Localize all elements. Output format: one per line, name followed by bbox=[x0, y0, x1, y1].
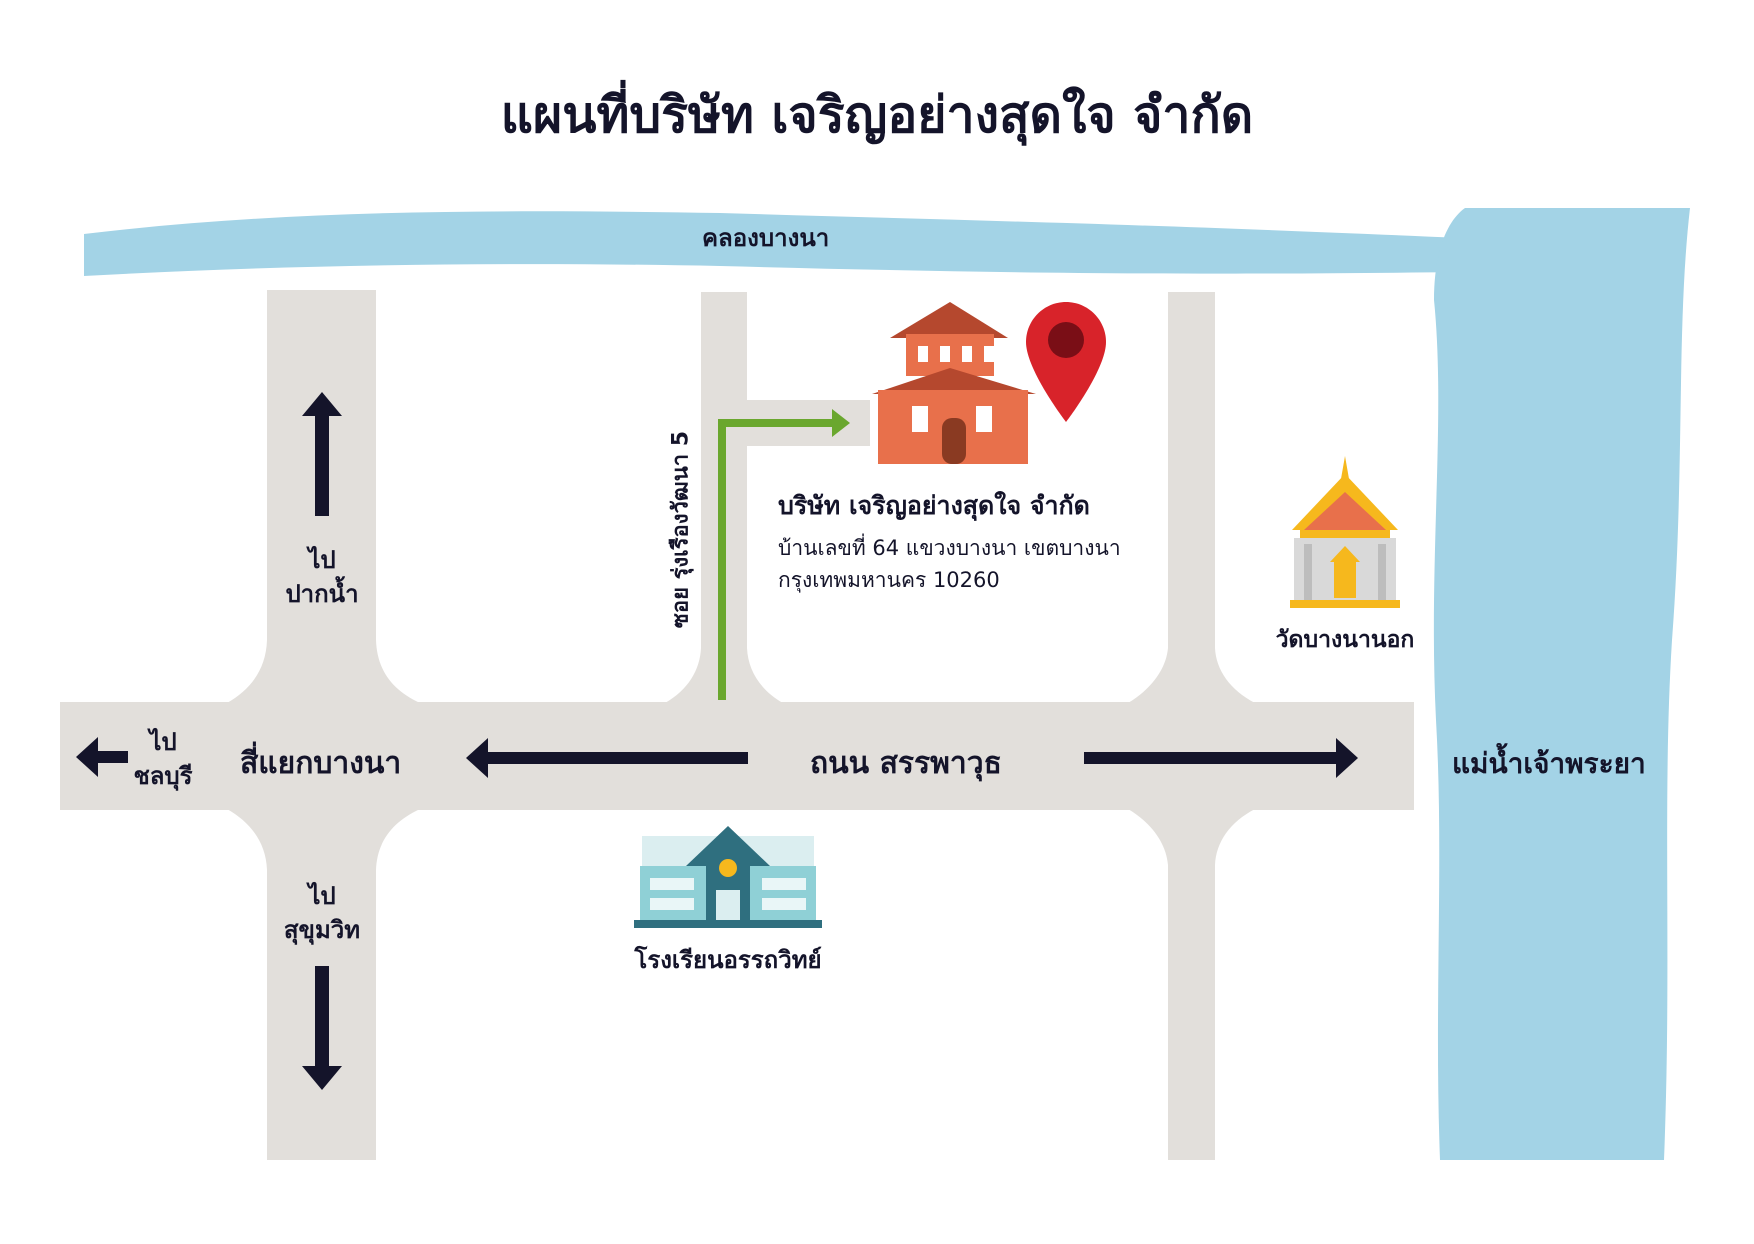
south-direction-line1: ไป bbox=[308, 882, 336, 910]
north-direction-line2: ปากน้ำ bbox=[285, 580, 359, 608]
company-name: บริษัท เจริญอย่างสุดใจ จำกัด bbox=[778, 491, 1090, 520]
school-icon bbox=[634, 826, 822, 928]
temple-icon bbox=[1290, 456, 1400, 608]
road-fillet bbox=[1215, 809, 1255, 865]
location-pin-icon bbox=[1026, 302, 1106, 422]
arrow-south-icon bbox=[302, 966, 342, 1090]
north-direction-line1: ไป bbox=[308, 546, 336, 574]
intersection-label: สี่แยกบางนา bbox=[240, 746, 402, 781]
main-road-label: ถนน สรรพาวุธ bbox=[810, 746, 1002, 781]
school-label: โรงเรียนอรรถวิทย์ bbox=[634, 946, 822, 974]
page-title: แผนที่บริษัท เจริญอย่างสุดใจ จำกัด bbox=[500, 86, 1254, 144]
soi-label: ซอย รุ่งเรืองวัฒนา 5 bbox=[668, 430, 694, 629]
arrow-main-left-icon bbox=[466, 738, 748, 778]
west-direction-line2: ชลบุรี bbox=[133, 762, 193, 790]
east-vertical-road bbox=[1168, 292, 1215, 1160]
temple-label: วัดบางนานอก bbox=[1275, 627, 1415, 653]
direction-arrows bbox=[76, 392, 1358, 1090]
canal-label: คลองบางนา bbox=[702, 224, 830, 252]
arrow-west-icon bbox=[76, 737, 128, 777]
canal bbox=[84, 211, 1460, 276]
river-label: แม่น้ำเจ้าพระยา bbox=[1452, 747, 1646, 780]
route-to-company bbox=[718, 409, 850, 700]
company-building-icon bbox=[872, 302, 1036, 464]
south-direction-line2: สุขุมวิท bbox=[283, 916, 361, 944]
road-fillet bbox=[1128, 809, 1168, 865]
road-fillet bbox=[376, 809, 420, 870]
road-fillet bbox=[1215, 648, 1255, 703]
road-fillet bbox=[227, 640, 267, 703]
road-fillet bbox=[665, 648, 701, 703]
road-fillet bbox=[227, 809, 267, 870]
road-fillet bbox=[747, 648, 783, 703]
arrow-north-icon bbox=[302, 392, 342, 516]
west-direction-line1: ไป bbox=[149, 728, 177, 756]
river bbox=[1433, 208, 1690, 1160]
road-fillet bbox=[376, 640, 420, 703]
arrow-main-right-icon bbox=[1084, 738, 1358, 778]
company-address-line2: กรุงเทพมหานคร 10260 bbox=[778, 568, 1000, 592]
company-address-line1: บ้านเลขที่ 64 แขวงบางนา เขตบางนา bbox=[778, 536, 1121, 560]
road-fillet bbox=[1128, 648, 1168, 703]
